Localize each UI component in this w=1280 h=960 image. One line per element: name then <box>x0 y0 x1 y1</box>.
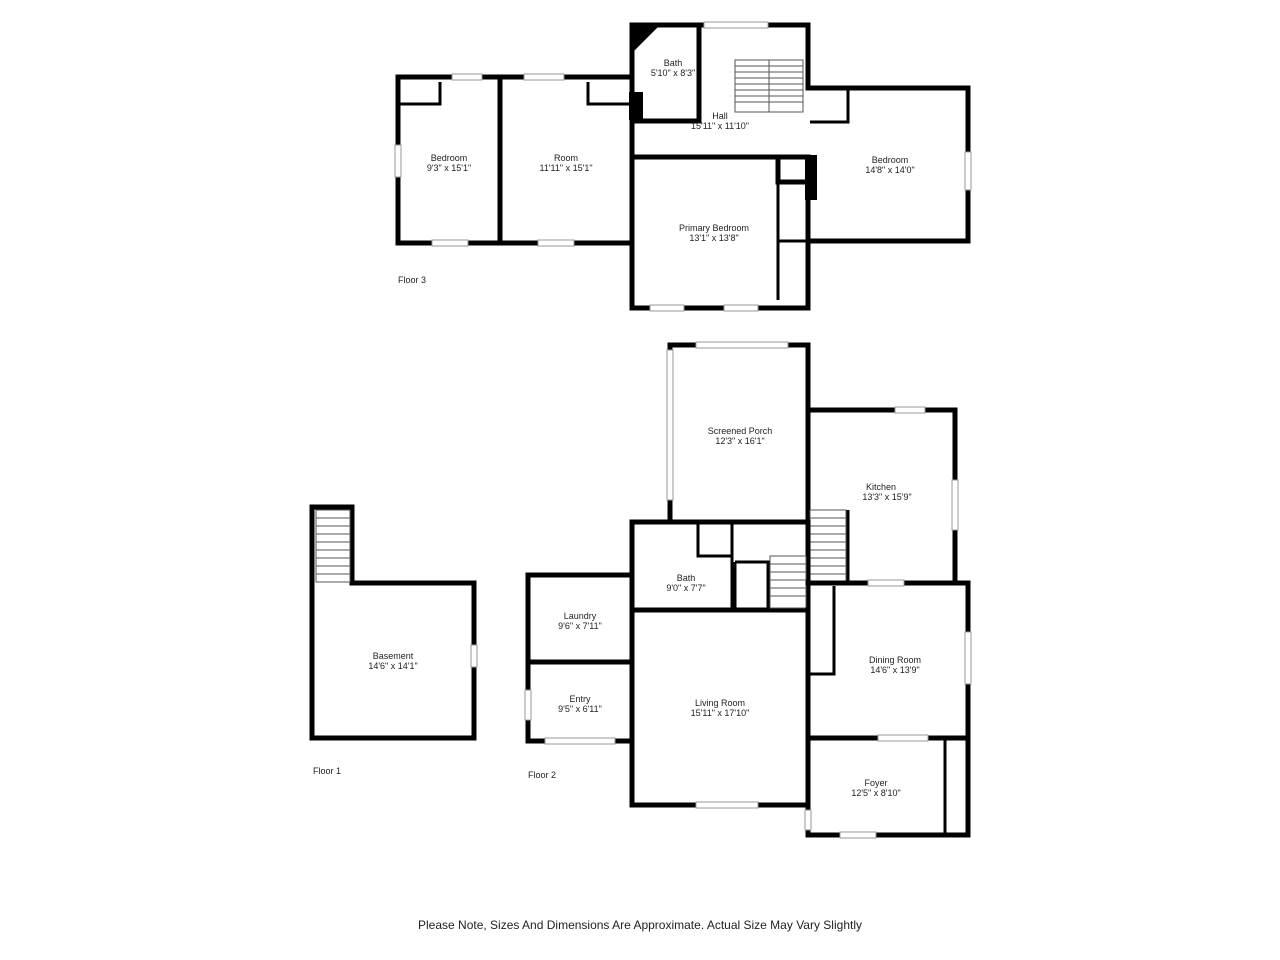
room-dimensions: 9'6" x 7'11" <box>558 621 602 631</box>
room-dimensions: 9'5" x 6'11" <box>558 704 602 714</box>
room-dimensions: 15'11" x 17'10" <box>691 708 750 718</box>
floor-2-central-stairs <box>769 555 807 609</box>
room-name: Dining Room <box>869 655 921 665</box>
floor-3-bedroom-chimney <box>805 155 817 200</box>
room-name: Bedroom <box>431 153 468 163</box>
floor-3-plan: Bath 5'10" x 8'3" Hall 15'11" x 11'10" B… <box>394 21 972 312</box>
floor-1-basement-stairs <box>315 509 351 583</box>
room-dimensions: 9'0" x 7'7" <box>666 583 705 593</box>
room-name: Entry <box>569 694 591 704</box>
room-dimensions: 14'6" x 13'9" <box>870 665 919 675</box>
floor-3-bath-fixture <box>629 92 643 120</box>
floor-2-plan: Screened Porch 12'3" x 16'1" Kitchen 13'… <box>524 341 972 839</box>
floor-2-bath-partitions <box>696 524 770 608</box>
floor-2-windows <box>524 341 972 839</box>
disclaimer-note: Please Note, Sizes And Dimensions Are Ap… <box>418 918 862 932</box>
floor-3-stairs <box>734 59 804 113</box>
room-name: Hall <box>712 111 728 121</box>
floor-3-windows <box>394 21 972 312</box>
floor-3-core-walls <box>629 22 811 160</box>
room-name: Kitchen <box>866 482 896 492</box>
room-dimensions: 15'11" x 11'10" <box>691 121 749 131</box>
floor-3-bath-chimney <box>632 25 660 53</box>
floor-2-laundry-entry-walls <box>525 572 635 744</box>
room-name: Room <box>554 153 578 163</box>
room-name: Bath <box>677 573 696 583</box>
room-dimensions: 11'11" x 15'1" <box>539 163 592 173</box>
floor-2-dining-nook <box>810 586 836 676</box>
room-name: Basement <box>373 651 414 661</box>
floor-label: Floor 2 <box>528 770 556 780</box>
room-name: Living Room <box>695 698 745 708</box>
room-name: Screened Porch <box>708 426 773 436</box>
room-dimensions: 13'3" x 15'9" <box>862 492 911 502</box>
floor-1-plan: Basement 14'6" x 14'1" Floor 1 <box>309 504 478 776</box>
floor-1-window <box>470 644 478 668</box>
room-dimensions: 14'8" x 14'0" <box>865 165 914 175</box>
floor-3-closet-walls <box>400 82 630 106</box>
room-dimensions: 14'6" x 14'1" <box>368 661 417 671</box>
room-dimensions: 5'10" x 8'3" <box>651 68 695 78</box>
room-dimensions: 9'3" x 15'1" <box>427 163 471 173</box>
room-name: Foyer <box>864 778 887 788</box>
room-name: Laundry <box>564 611 597 621</box>
room-name: Bath <box>664 58 683 68</box>
floor-label: Floor 3 <box>398 275 426 285</box>
floor-1-basement-walls <box>309 504 477 741</box>
floor-2-kitchen-stairs <box>809 509 847 583</box>
room-name: Primary Bedroom <box>679 223 749 233</box>
room-dimensions: 13'1" x 13'8" <box>689 233 738 243</box>
room-dimensions: 12'3" x 16'1" <box>715 436 764 446</box>
room-name: Bedroom <box>872 155 909 165</box>
floor-3-bedroom-closet <box>810 90 850 124</box>
floor-label: Floor 1 <box>313 766 341 776</box>
room-dimensions: 12'5" x 8'10" <box>851 788 900 798</box>
